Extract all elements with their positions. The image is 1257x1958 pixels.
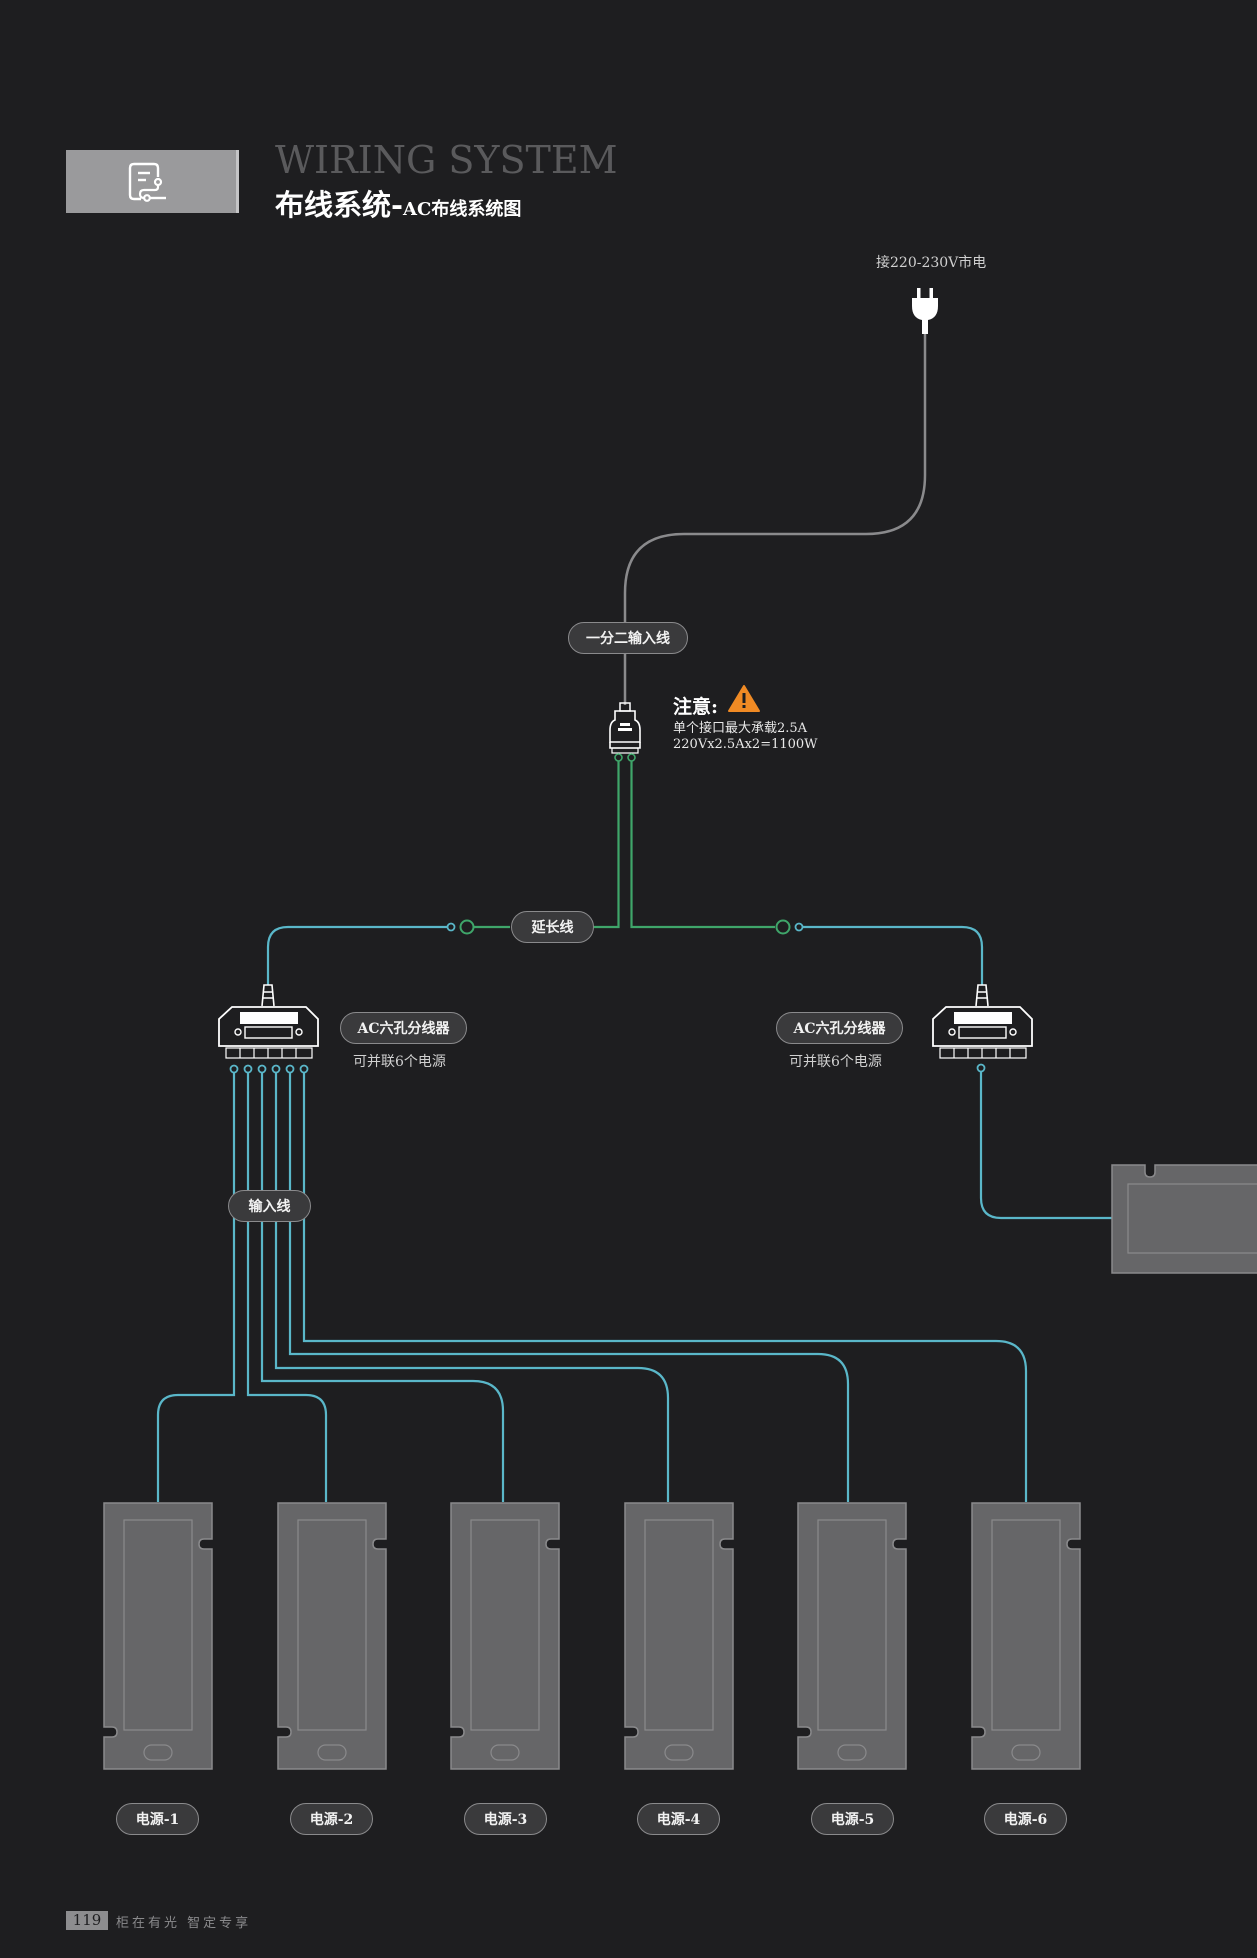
ac-line-left [266,925,448,985]
power-unit-5 [797,1502,907,1770]
power-unit-label-6: 电源-6 [984,1803,1067,1835]
header-icon-box [66,150,239,213]
extra-power-unit [1111,1164,1257,1274]
note-heading: 注意: [673,696,719,718]
power-unit-1 [103,1502,213,1770]
title-chinese: 布线系统-AC布线系统图 [275,182,521,224]
wiring-doc-icon [128,162,166,202]
ac-line-right [802,925,984,985]
ac-line-extra-unit [979,1072,1112,1220]
power-unit-2 [277,1502,387,1770]
power-unit-label-4: 电源-4 [637,1803,720,1835]
power-unit-label-1: 电源-1 [116,1803,199,1835]
distributor-left-caption: 可并联6个电源 [353,1054,446,1070]
mains-label: 接220-230V市电 [876,255,987,271]
distributor-right-device [932,984,1033,1073]
power-units [103,1502,1081,1770]
y-splitter-connector [609,702,641,762]
power-unit-3 [450,1502,560,1770]
power-unit-label-3: 电源-3 [464,1803,547,1835]
mains-cable [623,330,927,705]
extension-connector-left [459,919,475,935]
note-line-1: 单个接口最大承载2.5A [673,721,808,736]
title-chinese-main: 布线系统- [275,188,404,222]
note-line-2: 220Vx2.5Ax2=1100W [673,737,818,752]
distributor-left-label: AC六孔分线器 [340,1012,467,1044]
page-number: 119 [66,1911,108,1930]
green-line-right [630,761,775,929]
splitter-cable-label: 一分二输入线 [568,622,688,654]
input-cable-label: 输入线 [228,1190,311,1222]
distributor-right-caption: 可并联6个电源 [789,1054,882,1070]
green-line-left [594,761,620,929]
title-english: WIRING SYSTEM [275,138,618,182]
power-unit-6 [971,1502,1081,1770]
power-unit-label-5: 电源-5 [811,1803,894,1835]
extension-cable-label: 延长线 [511,911,594,943]
title-chinese-sub: AC布线系统图 [403,199,522,220]
input-lines [156,1072,1028,1502]
power-plug-icon [912,288,938,334]
distributor-right-label: AC六孔分线器 [776,1012,903,1044]
warning-icon [728,685,760,712]
power-unit-4 [624,1502,734,1770]
extension-connector-right [775,919,791,935]
footer-slogan: 柜在有光 智定专享 [116,1916,252,1931]
power-unit-label-2: 电源-2 [290,1803,373,1835]
distributor-left-device [218,984,319,1074]
